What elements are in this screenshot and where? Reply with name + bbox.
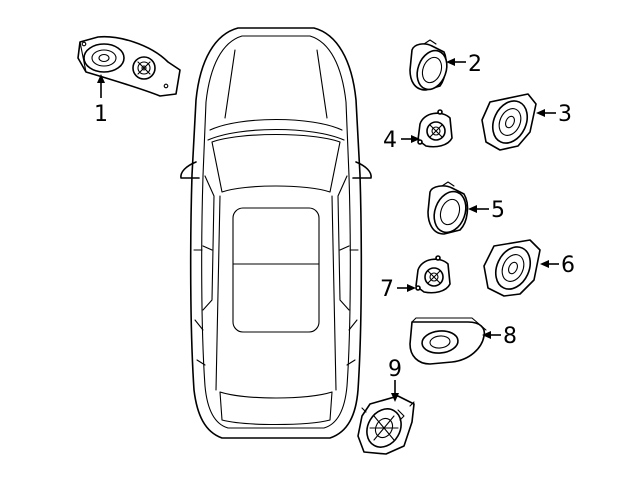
part-1-center-speaker [77, 35, 181, 97]
part-6-speaker [483, 239, 541, 297]
callout-9: 9 [388, 357, 402, 382]
callout-8: 8 [503, 324, 517, 349]
part-3-speaker [481, 93, 537, 151]
part-5-speaker [427, 181, 469, 235]
callout-labels: 1 2 3 4 5 6 7 8 9 [94, 52, 575, 382]
callout-7: 7 [380, 277, 394, 302]
callout-3: 3 [558, 102, 572, 127]
callout-4: 4 [383, 128, 397, 153]
callout-6: 6 [561, 253, 575, 278]
callout-5: 5 [491, 198, 505, 223]
vehicle-top-view [180, 27, 372, 439]
callout-1: 1 [94, 102, 108, 127]
part-8-oval-speaker [409, 317, 487, 365]
part-9-speaker-bracket [357, 395, 415, 455]
callout-arrows [97, 58, 559, 402]
callout-2: 2 [468, 52, 482, 77]
part-2-speaker [409, 39, 448, 91]
part-7-tweeter [415, 255, 451, 294]
part-4-tweeter [417, 109, 453, 148]
